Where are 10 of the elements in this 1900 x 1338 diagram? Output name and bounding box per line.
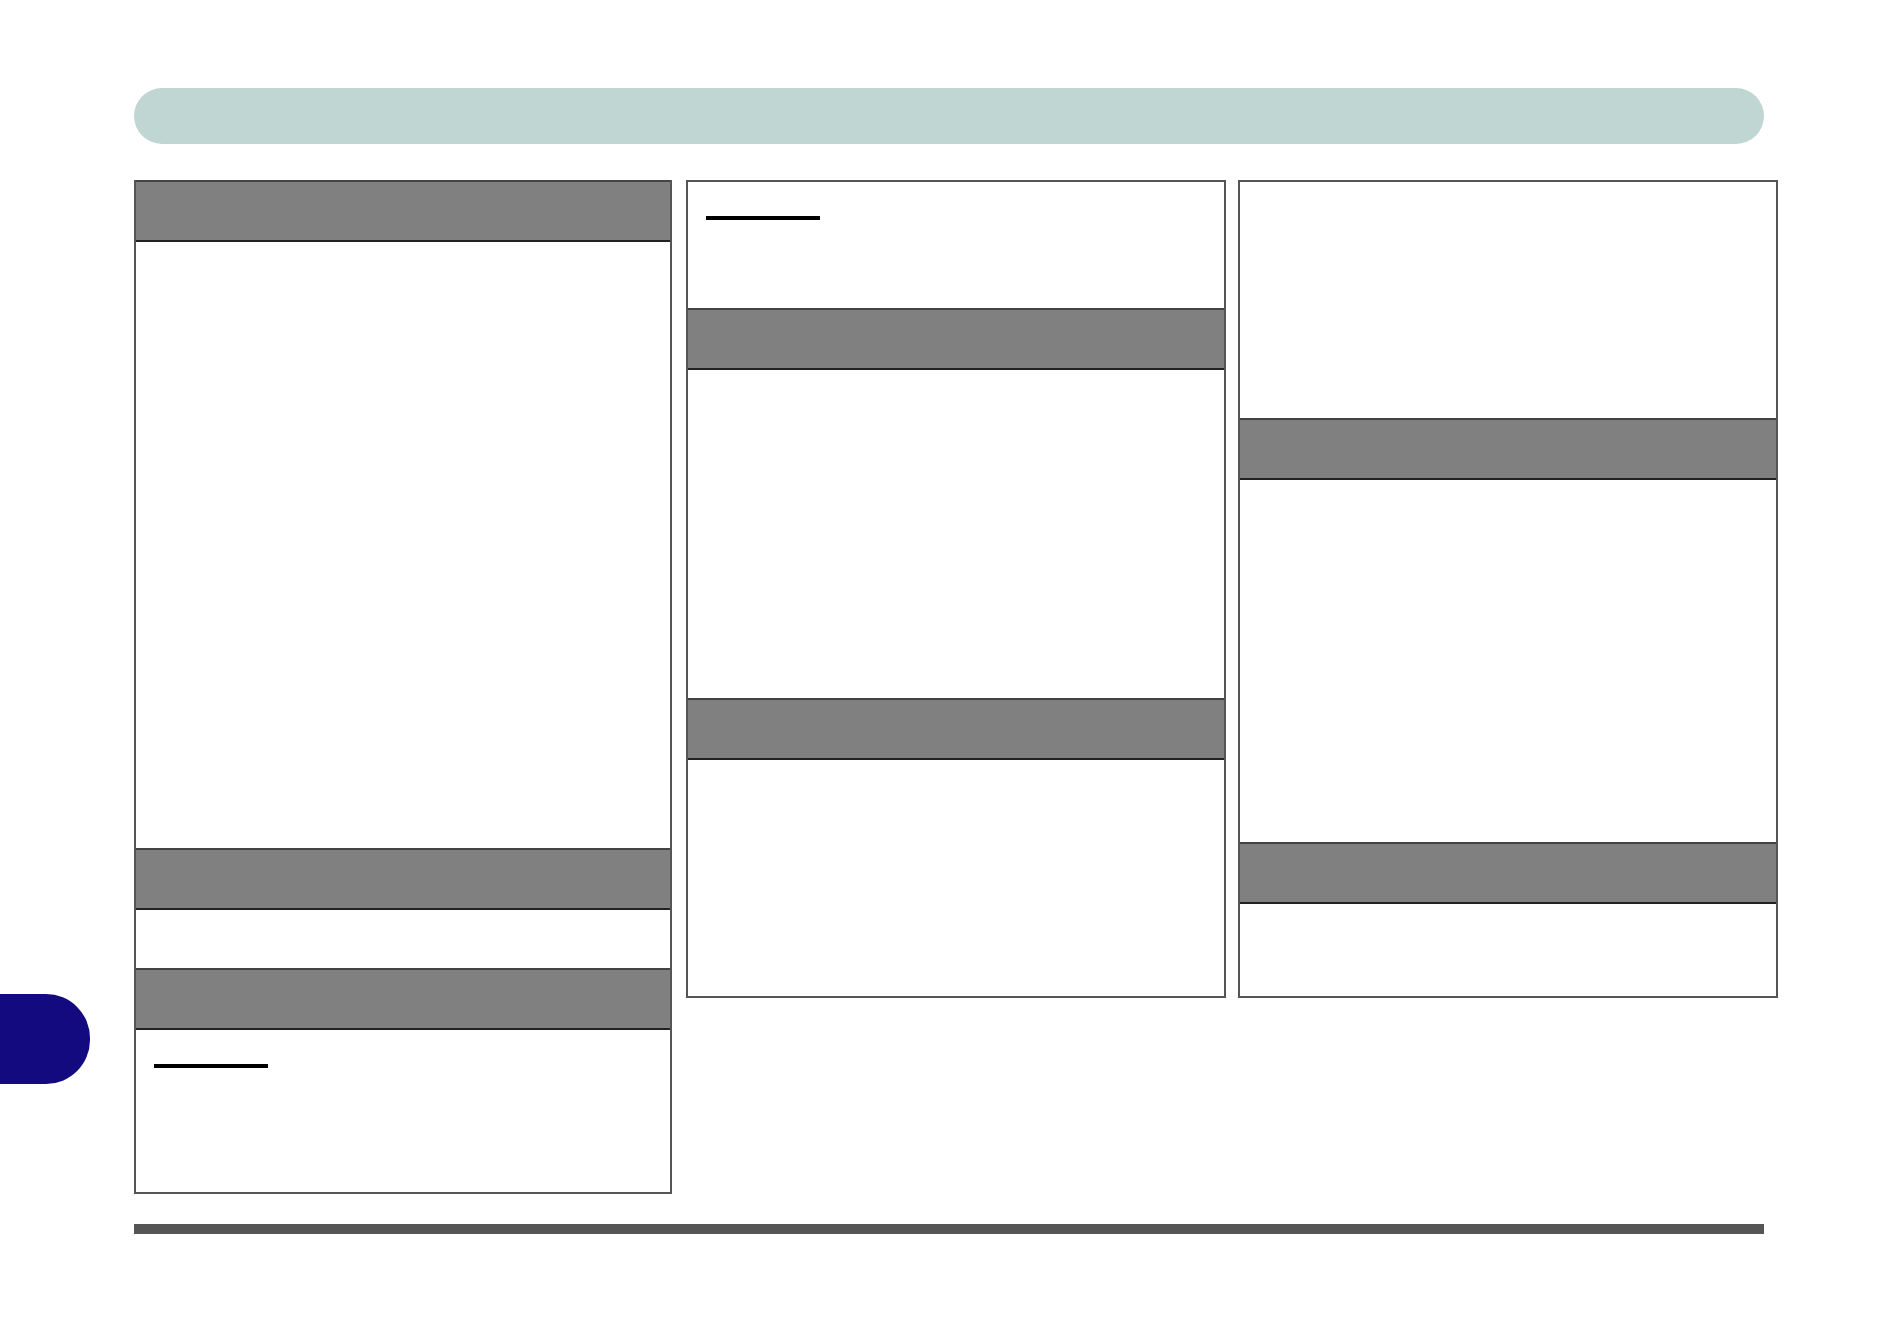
- section-header-bar: [1240, 842, 1776, 904]
- section-header-bar: [688, 698, 1224, 760]
- section-header-bar: [136, 968, 670, 1030]
- section-header-bar: [136, 848, 670, 910]
- section-header-bar: [688, 308, 1224, 370]
- panel-box: [1238, 180, 1778, 998]
- section-header-bar: [136, 180, 670, 242]
- panel-box: [134, 180, 672, 1194]
- section-header-bar: [1240, 418, 1776, 480]
- panel-box: [686, 180, 1226, 998]
